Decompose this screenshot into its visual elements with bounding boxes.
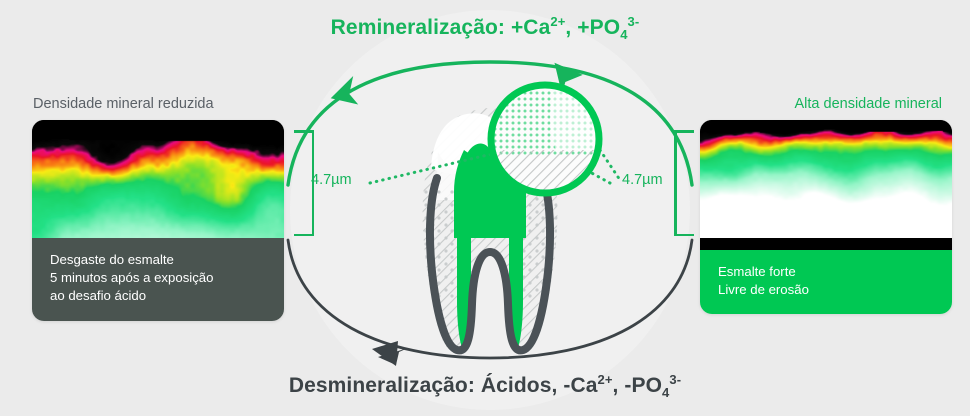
remineralization-arc [286,60,694,187]
left-panel-caption: Desgaste do esmalte 5 minutos após a exp… [32,238,284,321]
remin-prefix: Remineralização: +Ca [330,16,551,39]
bracket-stem [311,130,314,236]
arrowhead-demineralization [378,348,408,365]
demin-sup-2: 3- [669,372,682,387]
remineralization-title: Remineralização: +Ca2+, +PO43- [0,14,970,43]
magnifier-icon [487,81,603,197]
bracket-stem [674,130,677,236]
leader-line-left [368,150,502,185]
tooth-pulp [457,143,523,348]
demineralization-arc [286,238,694,366]
bracket-arm-bottom [674,233,694,236]
left-measurement-bracket [292,130,314,236]
eroded-enamel-panel: Desgaste do esmalte 5 minutos após a exp… [32,120,284,321]
right-panel-caption: Esmalte forte Livre de erosão [700,250,952,315]
bracket-arm-bottom [294,233,314,236]
tooth-enamel-hatch [422,108,558,352]
demin-sup-1: 2+ [597,372,613,387]
right-microscopy-image [700,120,952,250]
right-panel-label: Alta densidade mineral [794,96,942,112]
bracket-arm-top [294,130,314,133]
arrowhead-remineralization-2 [554,62,583,95]
remin-sub: 4 [620,27,628,43]
remin-sup-1: 2+ [550,14,566,29]
remin-sup-2: 3- [627,14,640,29]
leader-lines [368,148,622,185]
left-microscopy-image [32,120,284,238]
left-measurement-value: 4.7µm [311,172,352,188]
arrowhead-remineralization-1 [330,75,359,105]
demin-mid: , -PO [612,374,663,397]
bracket-arm-top [674,130,694,133]
tooth-crown-highlight [431,113,496,175]
demin-prefix: Desmineralização: Ácidos, -Ca [288,374,598,397]
tooth-speckles [424,190,558,300]
leader-line-right [586,169,612,185]
right-measurement-value: 4.7µm [622,172,663,188]
left-panel-label: Densidade mineral reduzida [33,96,214,112]
right-measurement-bracket [674,130,696,236]
tooth-outline [425,174,555,355]
molar-cross-section [422,108,558,355]
strong-enamel-panel: Esmalte forte Livre de erosão [700,120,952,315]
remin-mid: , +PO [565,16,621,39]
demin-sub: 4 [662,385,670,401]
demineralization-title: Desmineralização: Ácidos, -Ca2+, -PO43- [0,372,970,401]
